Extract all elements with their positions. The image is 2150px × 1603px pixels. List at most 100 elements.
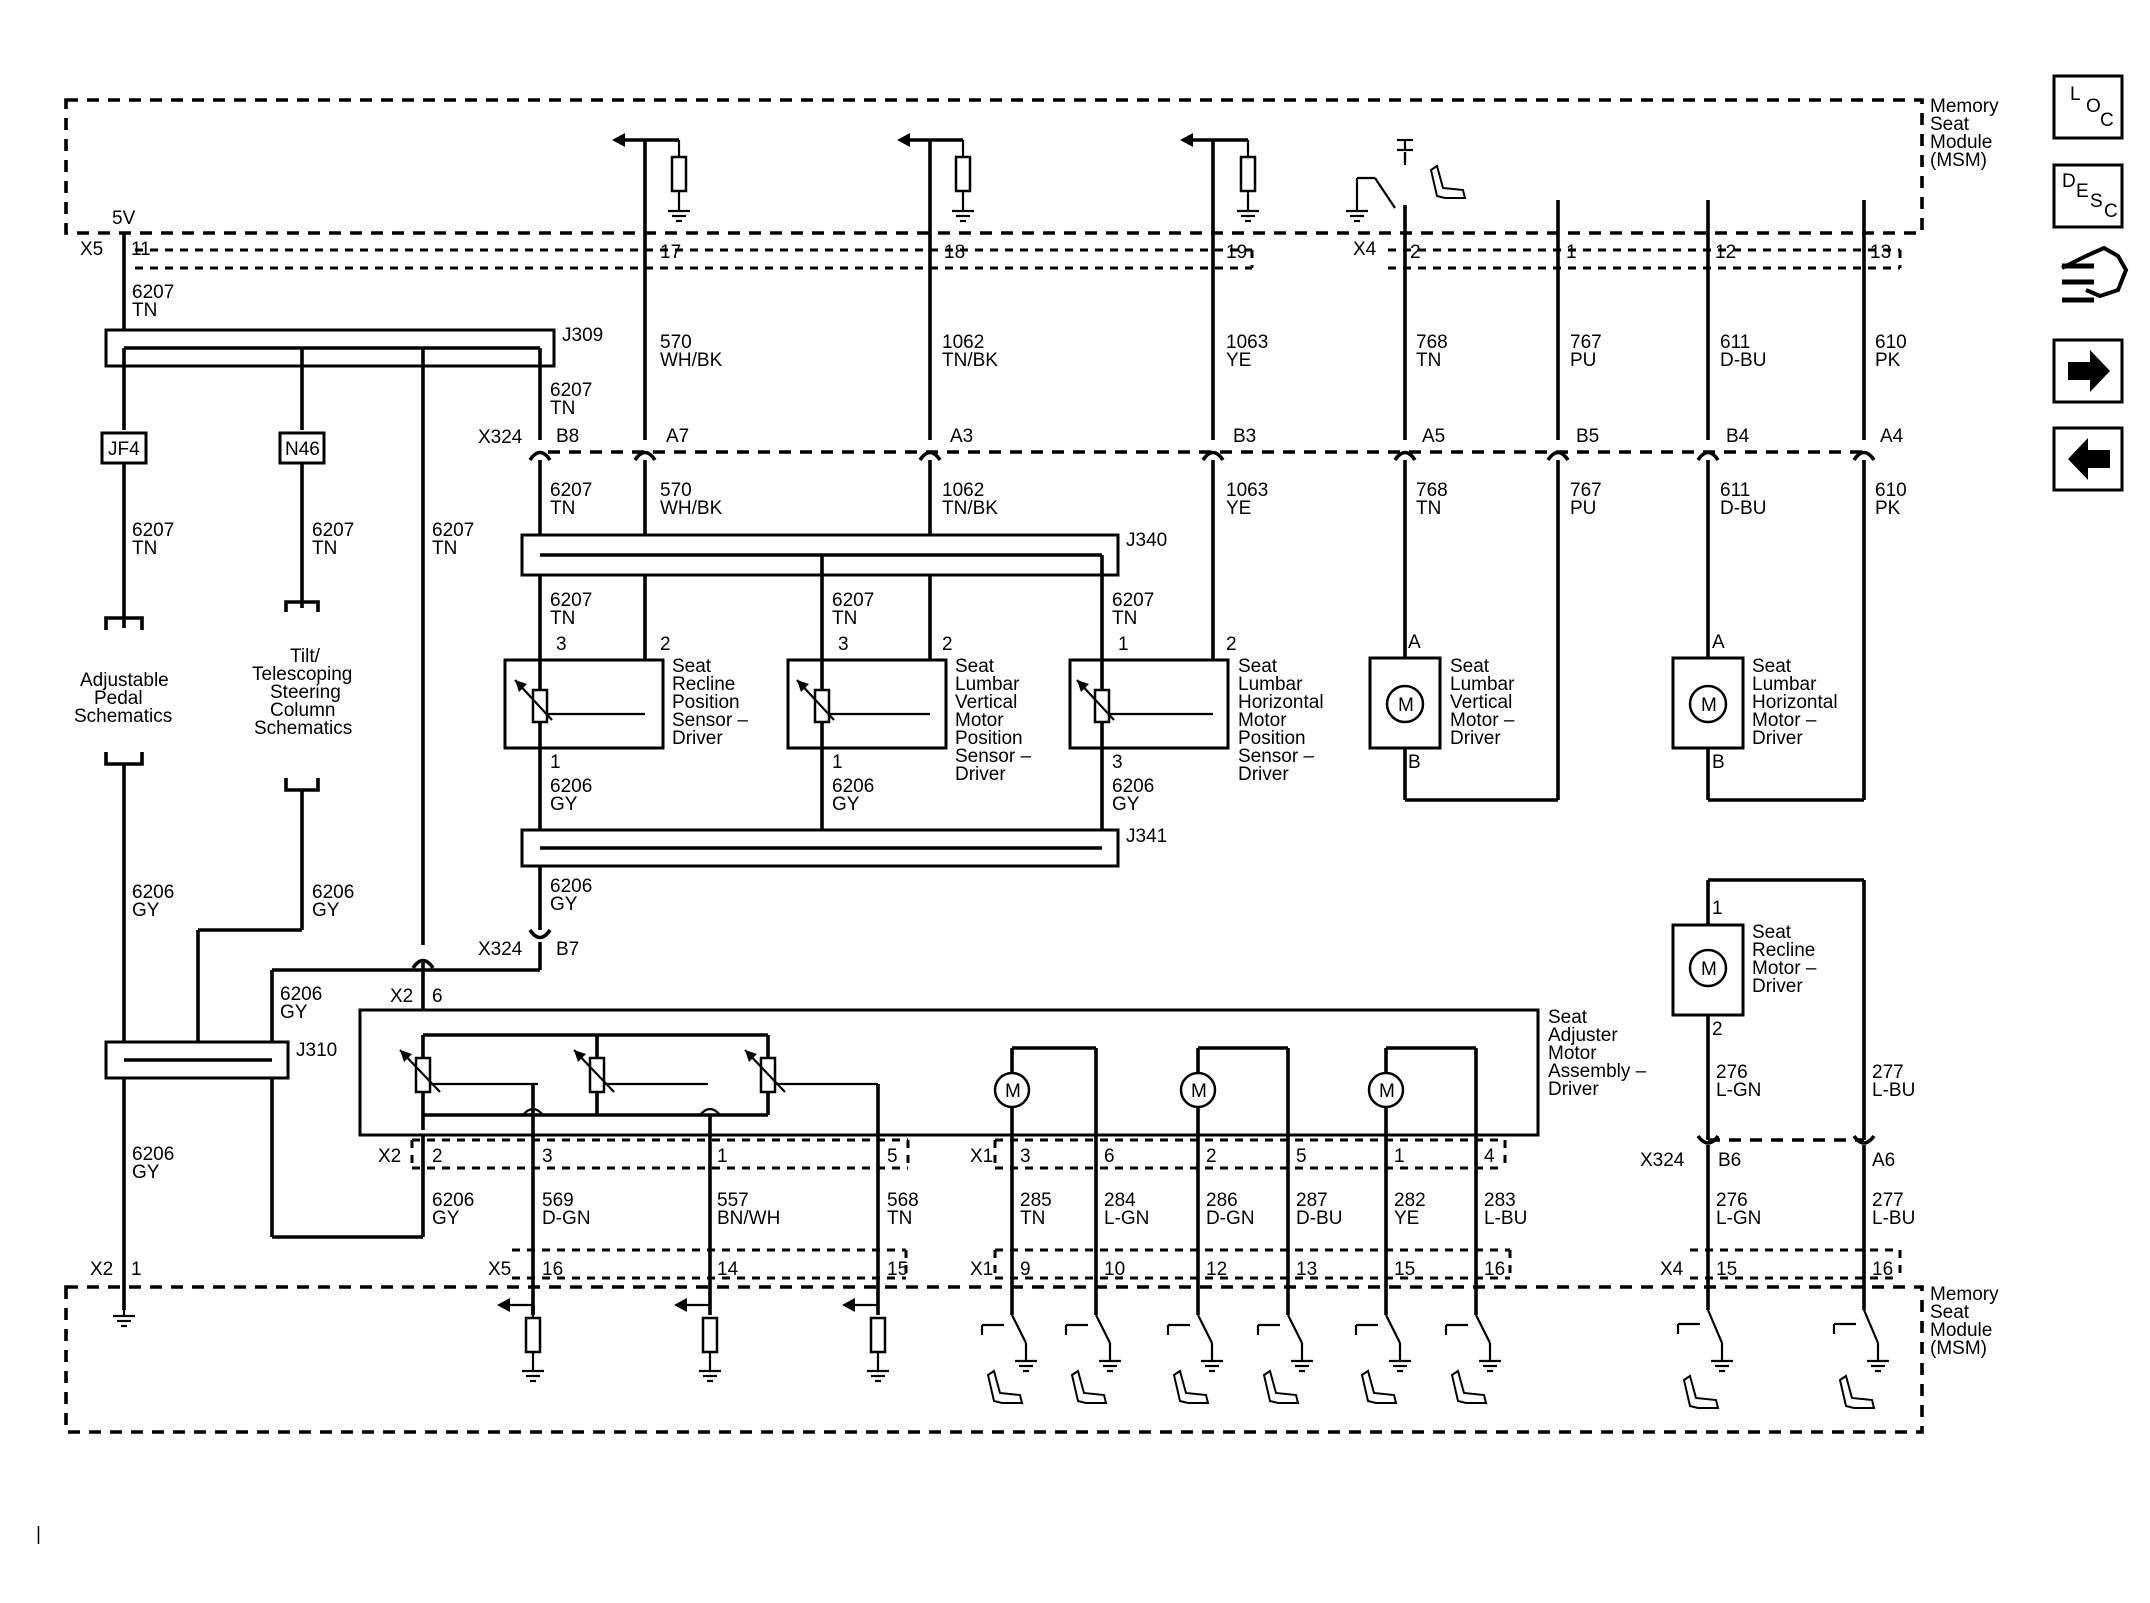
wire-557-num: 557 [717, 1190, 749, 1211]
recline-name-2: Recline [1752, 940, 1815, 961]
wire-6206-num-b: 6206 [832, 776, 874, 797]
wire-1062-color: TN/BK [942, 350, 998, 371]
wire-1063-color: YE [1226, 350, 1251, 371]
wire-570-color: WH/BK [660, 350, 723, 371]
x4-top-label: X4 [1353, 239, 1377, 260]
x324-pin-b7: B7 [556, 939, 579, 960]
wire-6206-color-c: GY [1112, 794, 1140, 815]
wire-610-num-b: 610 [1875, 480, 1907, 501]
wire-568-num: 568 [887, 1190, 919, 1211]
wire-6207-num-a: 6207 [132, 282, 174, 303]
pullup-17 [612, 133, 692, 223]
wire-611-color: D-BU [1720, 350, 1766, 371]
wire-6207-num-d: 6207 [132, 520, 174, 541]
wire-276-num-a: 276 [1716, 1062, 1748, 1083]
motor2-pin-a: A [1712, 632, 1725, 653]
module-label-line2: Seat [1930, 114, 1970, 135]
wire-284-num: 284 [1104, 1190, 1136, 1211]
wire-285-color: TN [1020, 1208, 1045, 1229]
motor2-name-4: Motor – [1752, 710, 1817, 731]
x324-pin-a7: A7 [666, 426, 689, 447]
x2-label-bottom: X2 [90, 1259, 113, 1280]
motor-m-2: M [1701, 695, 1717, 716]
loc-o: O [2086, 96, 2101, 117]
x1-pin-6: 6 [1104, 1146, 1115, 1167]
wire-767-num: 767 [1570, 332, 1602, 353]
x1-pin-5: 5 [1296, 1146, 1307, 1167]
wire-6206-num-c: 6206 [1112, 776, 1154, 797]
wire-569-num: 569 [542, 1190, 574, 1211]
wire-6207-num-h: 6207 [832, 590, 874, 611]
x4-label-bottom: X4 [1660, 1259, 1684, 1280]
wire-767-num-b: 767 [1570, 480, 1602, 501]
wire-6206-num-g: 6206 [280, 984, 322, 1005]
x1-pin-1: 1 [1394, 1146, 1405, 1167]
wire-768-num: 768 [1416, 332, 1448, 353]
wire-570-num-b: 570 [660, 480, 692, 501]
wire-6207-color-f: TN [432, 538, 457, 559]
x1-pin-13: 13 [1296, 1259, 1317, 1280]
motor2-name-1: Seat [1752, 656, 1792, 677]
wire-6207-color-i: TN [1112, 608, 1137, 629]
motor1-name-4: Motor – [1450, 710, 1515, 731]
ref-pedal-2: Pedal [94, 688, 143, 709]
adjuster-name-1: Seat [1548, 1007, 1588, 1028]
motor2-name-3: Horizontal [1752, 692, 1838, 713]
sensor3-name-5: Position [1238, 728, 1306, 749]
wire-6206-num-d: 6206 [550, 876, 592, 897]
motor1-name-2: Lumbar [1450, 674, 1515, 695]
x324-pins [528, 450, 1876, 462]
module-bottom-line3: Module [1930, 1320, 1992, 1341]
sensor1-name-2: Recline [672, 674, 735, 695]
sensor3-name-6: Sensor – [1238, 746, 1314, 767]
x5-pin-16: 16 [542, 1259, 563, 1280]
x5-top-pin: 11 [131, 239, 151, 260]
msm-bottom: Memory Seat Module (MSM) [64, 1284, 1999, 1434]
wire-6207-num-f: 6207 [432, 520, 474, 541]
x2-pin-6: 6 [432, 986, 443, 1007]
x2-label-adj: X2 [378, 1146, 401, 1167]
sensor1-pin-top-right: 2 [660, 634, 671, 655]
desc-button[interactable]: D E S C [2052, 163, 2124, 229]
wire-6206-num-e: 6206 [132, 882, 174, 903]
ground-icon [666, 203, 692, 223]
motor-lumbar-horizontal [1671, 656, 1745, 750]
sensor-lumbar-vertical [786, 658, 948, 750]
wire-6207-color-h: TN [832, 608, 857, 629]
wire-6206-num-a: 6206 [550, 776, 592, 797]
label-j340: J340 [1126, 530, 1167, 551]
motor1-name-1: Seat [1450, 656, 1490, 677]
sensor1-name-1: Seat [672, 656, 712, 677]
x324-pin-a3: A3 [950, 426, 973, 447]
module-label-line4: (MSM) [1930, 150, 1987, 171]
connector-icon[interactable] [2061, 245, 2129, 303]
pin-1: 1 [1566, 242, 1577, 263]
x324-pin-b8: B8 [556, 426, 579, 447]
wire-768-color: TN [1416, 350, 1441, 371]
wire-768-num-b: 768 [1416, 480, 1448, 501]
motor2-name-5: Driver [1752, 728, 1803, 749]
wires: M M M [100, 140, 1902, 1328]
wire-6207-color-a: TN [132, 300, 157, 321]
wire-287-num: 287 [1296, 1190, 1328, 1211]
prev-page-button[interactable] [2052, 426, 2124, 492]
next-page-button[interactable] [2052, 338, 2124, 404]
x1-pin-9: 9 [1020, 1259, 1031, 1280]
sensor-lumbar-horizontal [1068, 658, 1230, 750]
x324-pin-a6: A6 [1872, 1150, 1895, 1171]
sensor1-name-3: Position [672, 692, 740, 713]
pin-2: 2 [1410, 242, 1421, 263]
wire-282-color: YE [1394, 1208, 1419, 1229]
label-jf4: JF4 [108, 439, 140, 460]
loc-button[interactable]: L O C [2052, 74, 2124, 140]
desc-d: D [2062, 171, 2076, 192]
wire-286-num: 286 [1206, 1190, 1238, 1211]
wire-276-color-a: L-GN [1716, 1080, 1761, 1101]
sensor2-name-1: Seat [955, 656, 995, 677]
motor-m-1: M [1398, 695, 1414, 716]
wire-767-color: PU [1570, 350, 1596, 371]
wire-276-num-b: 276 [1716, 1190, 1748, 1211]
x1-label-adj: X1 [970, 1146, 993, 1167]
x2-label-top: X2 [390, 986, 413, 1007]
motor1-name-3: Vertical [1450, 692, 1512, 713]
